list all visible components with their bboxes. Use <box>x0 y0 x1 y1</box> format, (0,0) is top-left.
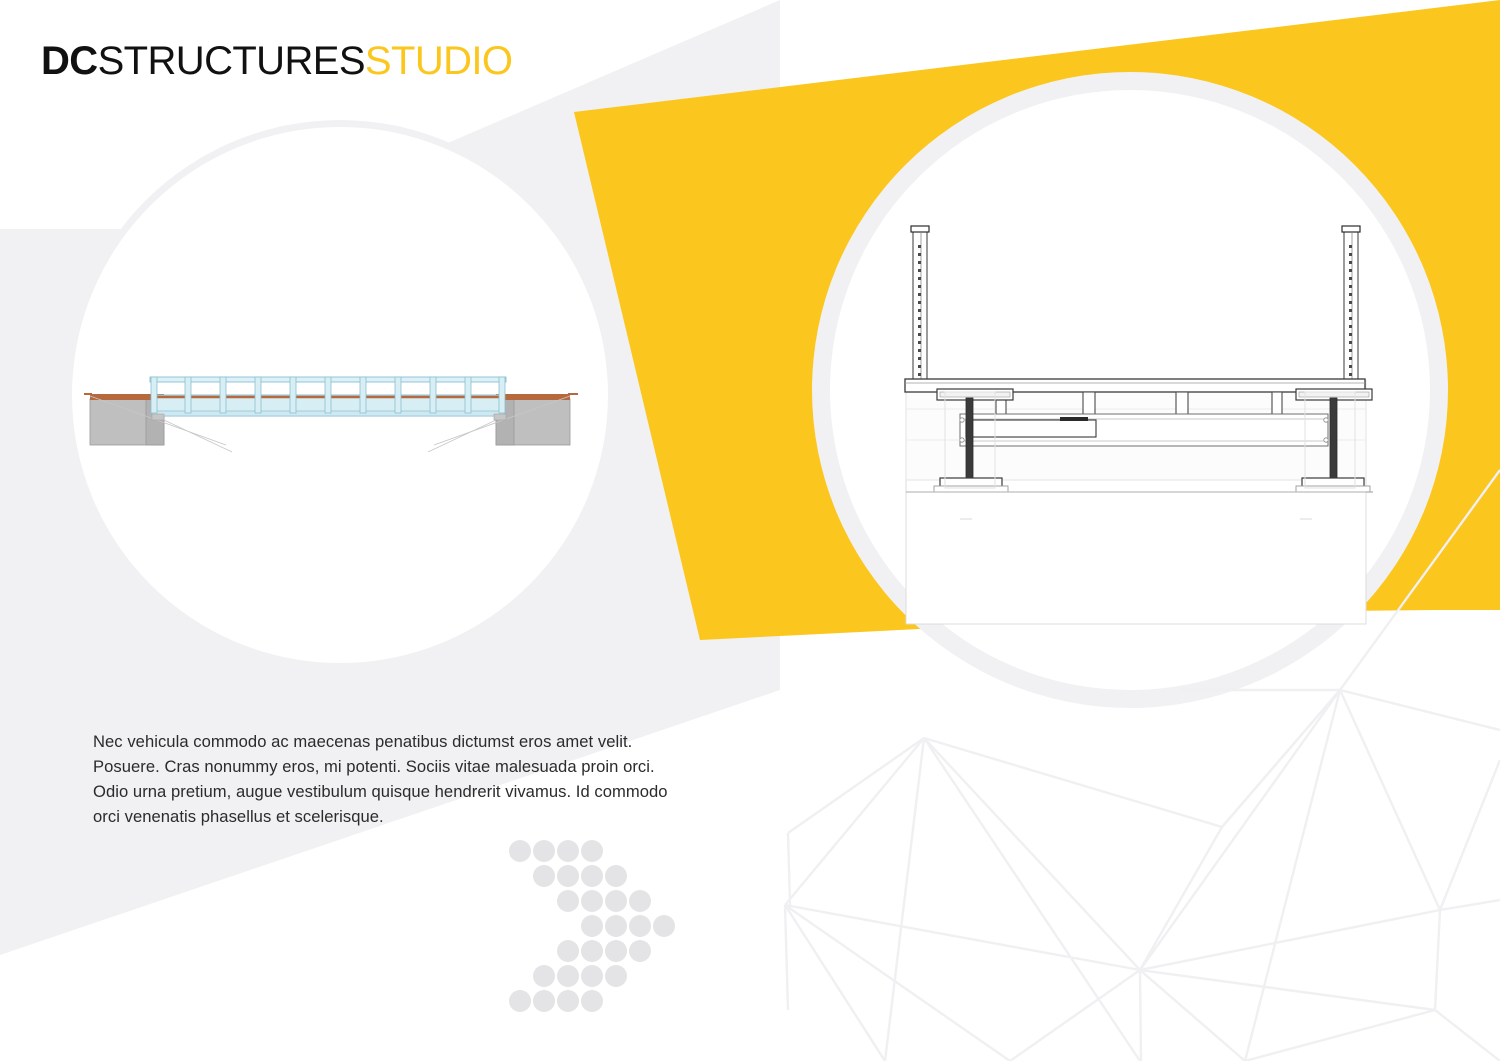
bridge-railing <box>149 376 507 414</box>
section-lower-ground <box>905 479 1367 625</box>
logo-studio-text: STUDIO <box>364 39 513 83</box>
logo-dc-text: DC <box>41 39 98 83</box>
brand-logo[interactable]: DCSTRUCTURESSTUDIO <box>41 39 513 83</box>
leader-line-left <box>163 419 233 453</box>
handrail-post-left <box>910 225 930 384</box>
body-paragraph: Nec vehicula commodo ac maecenas penatib… <box>93 731 668 827</box>
logo-structures-text: STRUCTURES <box>97 39 366 83</box>
low-poly-line-pattern <box>783 469 1500 1061</box>
main-beam <box>959 413 1329 447</box>
handrail-post-right <box>1341 225 1361 384</box>
dot-grid-pattern <box>509 840 675 1012</box>
deck-slab <box>904 378 1366 393</box>
leader-line-right <box>427 419 497 453</box>
